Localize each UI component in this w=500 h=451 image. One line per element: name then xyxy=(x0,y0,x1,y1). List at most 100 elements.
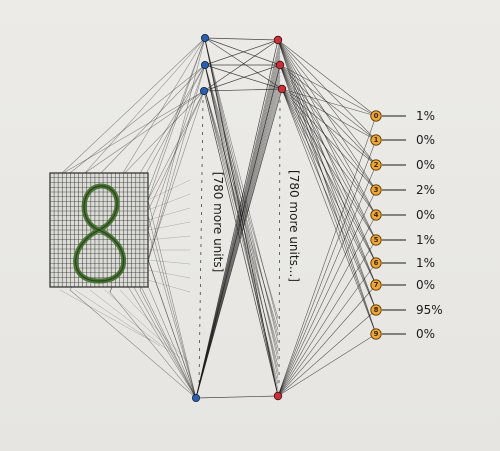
layer2-to-output-line xyxy=(277,39,377,191)
image-to-layer1-line xyxy=(147,90,205,261)
layer2-to-output-line xyxy=(279,64,377,216)
image-ray-line xyxy=(147,179,191,201)
image-to-layer1-line xyxy=(147,90,205,201)
output-node xyxy=(370,184,382,196)
layer2-to-output-line xyxy=(277,39,377,166)
layer2-to-output-line xyxy=(277,39,377,311)
layer2-to-output-line xyxy=(281,88,377,141)
image-ray-line xyxy=(74,289,161,347)
layer2-to-output-line xyxy=(277,214,377,397)
layer2-to-output-line xyxy=(279,64,377,311)
layer1-to-layer2-line xyxy=(204,39,279,66)
layer2-to-output-line xyxy=(281,88,377,166)
output-percent: 0% xyxy=(416,278,435,292)
image-to-layer1-line xyxy=(147,64,206,231)
output-digit-label: 3 xyxy=(374,186,379,194)
layer2-to-output-line xyxy=(281,88,377,286)
output-node xyxy=(370,328,382,340)
output-node xyxy=(370,134,382,146)
image-to-layer1-line xyxy=(139,184,197,399)
output-percent: 0% xyxy=(416,133,435,147)
network-nodes xyxy=(191,34,287,402)
layer1-node xyxy=(200,61,209,70)
image-to-layer1-line xyxy=(147,199,197,399)
image-to-layer1-line xyxy=(69,289,197,399)
output-percent: 0% xyxy=(416,208,435,222)
layer1-to-layer2-line xyxy=(204,89,279,349)
layer1-to-layer2-line xyxy=(203,64,281,92)
output-unit: 2 0% xyxy=(370,158,435,172)
layer2-node xyxy=(273,391,283,401)
layer2-to-output-line xyxy=(277,39,377,216)
output-digit-label: 2 xyxy=(374,161,379,169)
output-digit-label: 5 xyxy=(374,236,379,244)
layer1-node xyxy=(191,393,200,402)
layer1-to-layer2-line xyxy=(204,89,279,385)
layer2-dotted-guide xyxy=(278,99,281,386)
layer2-to-output-line xyxy=(277,189,377,397)
layer-labels: [780 more units] [780 more units...] xyxy=(211,170,301,282)
image-to-layer1-line xyxy=(109,291,197,399)
image-to-layer1-line xyxy=(99,64,206,175)
layer1-to-layer2-line xyxy=(204,64,279,319)
image-ray-line xyxy=(89,289,171,353)
image-to-layer1-line xyxy=(59,90,205,176)
image-ray-line xyxy=(147,235,191,241)
layer2-node xyxy=(273,35,283,45)
image-to-layer1-line xyxy=(139,289,197,399)
layer1-to-layer2-line xyxy=(203,90,279,397)
image-ray-line xyxy=(104,289,181,359)
image-to-layer1-line xyxy=(147,259,197,399)
image-to-layer1-line xyxy=(84,37,206,174)
output-node xyxy=(370,304,382,316)
image-ray-line xyxy=(119,289,191,365)
image-to-layer1-line xyxy=(119,90,205,179)
layer2-to-output-line xyxy=(277,309,377,397)
layer1-to-layer2-line xyxy=(195,395,279,399)
layer2-to-output-line xyxy=(281,88,377,311)
layer2-to-output-line xyxy=(277,39,377,241)
output-digit-label: 0 xyxy=(374,112,379,120)
output-percent: 0% xyxy=(416,158,435,172)
layer1-dotted-guide xyxy=(198,99,204,386)
layer2-to-output-line xyxy=(277,284,377,397)
layer2-to-output-line xyxy=(281,88,377,191)
layer2-to-output-line xyxy=(277,39,377,264)
layer1-to-layer2-line xyxy=(195,91,281,399)
output-node xyxy=(370,234,382,246)
layer2-to-output-line xyxy=(279,64,377,241)
image-ray-line xyxy=(147,269,191,279)
input-digit-image xyxy=(49,172,149,288)
output-percent: 1% xyxy=(416,109,435,123)
layer2-to-output-line xyxy=(281,88,377,241)
layer2-to-output-line xyxy=(277,39,377,117)
layer2-to-output-line xyxy=(277,239,377,397)
layer2-to-output-line xyxy=(279,64,377,264)
layer2-node xyxy=(277,84,287,94)
image-to-layer1-line xyxy=(59,37,206,176)
hidden-layer-1-label: [780 more units] xyxy=(211,172,225,272)
output-unit: 0 1% xyxy=(370,109,435,123)
layer2-to-output-line xyxy=(281,88,377,216)
image-to-layer1-line xyxy=(139,64,206,186)
image-to-layer1-line xyxy=(147,229,197,399)
image-to-layer1-line xyxy=(139,64,206,291)
image-to-layer1-line xyxy=(84,90,205,174)
layer2-to-output-line xyxy=(277,139,377,397)
layer2-node xyxy=(275,60,285,70)
image-ray-line xyxy=(147,221,191,231)
layer2-to-output-line xyxy=(281,88,377,264)
image-to-layer1-line xyxy=(147,37,206,201)
layer2-to-output-line xyxy=(277,262,377,397)
image-to-layer1-line xyxy=(147,37,206,261)
layer2-to-output-line xyxy=(279,64,377,166)
output-node xyxy=(370,209,382,221)
layer2-to-output-line xyxy=(279,64,377,286)
layer2-to-output-line xyxy=(279,64,377,117)
